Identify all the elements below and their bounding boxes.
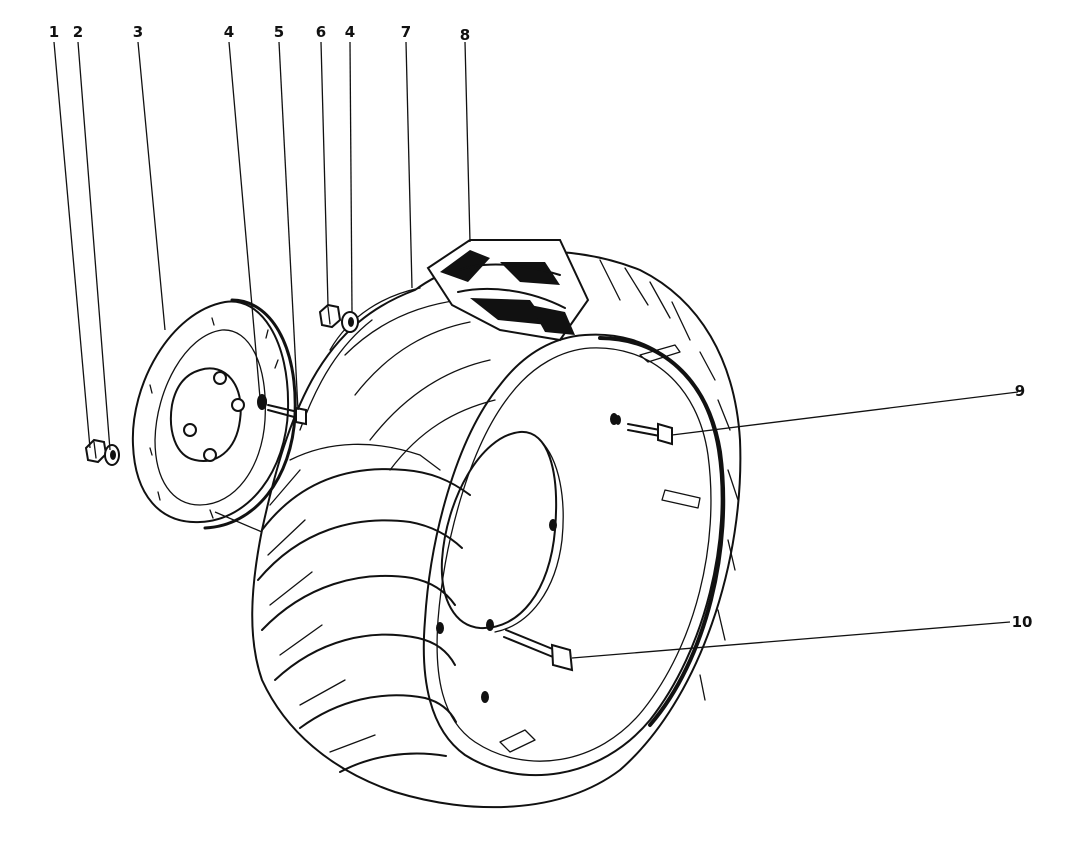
- lock-washer-part-4: [257, 394, 267, 410]
- hub-stud: [213, 371, 227, 385]
- bolt-part-9: [615, 415, 673, 446]
- tire-cutaway-section: [426, 239, 590, 342]
- tire-side-lugs: [599, 259, 739, 701]
- rim-face: [422, 333, 723, 777]
- hub-stud: [231, 398, 245, 412]
- leader-4a: [228, 41, 261, 399]
- callout-label-3: 3: [133, 23, 143, 41]
- hub-stud: [183, 423, 197, 437]
- callout-label-2: 2: [73, 23, 83, 41]
- hub-plate-outer: [131, 300, 290, 524]
- leader-10: [571, 621, 1011, 659]
- nut-part-6: [318, 303, 342, 329]
- leader-7: [405, 41, 413, 289]
- rim-rib-tabs: [499, 344, 701, 753]
- rim-flange-dark: [598, 336, 726, 727]
- callout-label-5: 5: [274, 23, 284, 41]
- leader-lines: [53, 41, 1019, 659]
- tire-outer-outline: [251, 250, 742, 809]
- leader-3: [137, 41, 166, 331]
- callout-label-10: 10: [1012, 613, 1033, 631]
- hub-plate-inner-ring: [154, 329, 266, 506]
- leader-8: [464, 41, 471, 243]
- tire-back-sidewall: [299, 287, 421, 431]
- callout-label-7: 7: [401, 23, 411, 41]
- rim-bolt-hole: [436, 622, 444, 634]
- hub-plate: [131, 298, 297, 530]
- hub-plate-holes: [149, 317, 279, 519]
- callout-label-1: 1: [49, 23, 59, 41]
- rim-center-opening: [440, 430, 558, 630]
- lock-washer-part-4-upper: [341, 311, 359, 333]
- rim-bolt-hole: [481, 691, 489, 703]
- hub-stud: [203, 448, 217, 462]
- rim-flange-inner: [436, 347, 712, 762]
- hub-plate-center-boss: [169, 367, 242, 462]
- washer-part-2: [104, 444, 120, 466]
- rim-bolt-hole: [549, 519, 557, 531]
- tire-tread-chevrons: [257, 443, 471, 773]
- leader-2: [77, 41, 111, 451]
- callout-label-9: 9: [1015, 382, 1025, 400]
- leader-5: [278, 41, 299, 411]
- tire-shoulder-lines: [344, 299, 496, 471]
- callout-label-4a: 4: [224, 23, 234, 41]
- leader-9: [671, 391, 1019, 436]
- rim-center-edge: [494, 439, 564, 633]
- leader-1: [53, 41, 91, 449]
- callout-label-8: 8: [460, 26, 470, 44]
- leader-6: [320, 41, 329, 306]
- bolt-part-10: [503, 629, 574, 672]
- rim-bolt-hole: [486, 619, 494, 631]
- callout-labels: 1 2 3 4 5 6 4 7 8 9 10: [49, 23, 1033, 631]
- hub-plate-edge: [203, 298, 297, 530]
- callout-label-4b: 4: [345, 23, 355, 41]
- leader-4b: [349, 41, 353, 313]
- bolt-part-5: [267, 404, 307, 426]
- tire: [251, 239, 742, 809]
- callout-label-6: 6: [316, 23, 326, 41]
- leader-hub-to-tire: [214, 511, 263, 533]
